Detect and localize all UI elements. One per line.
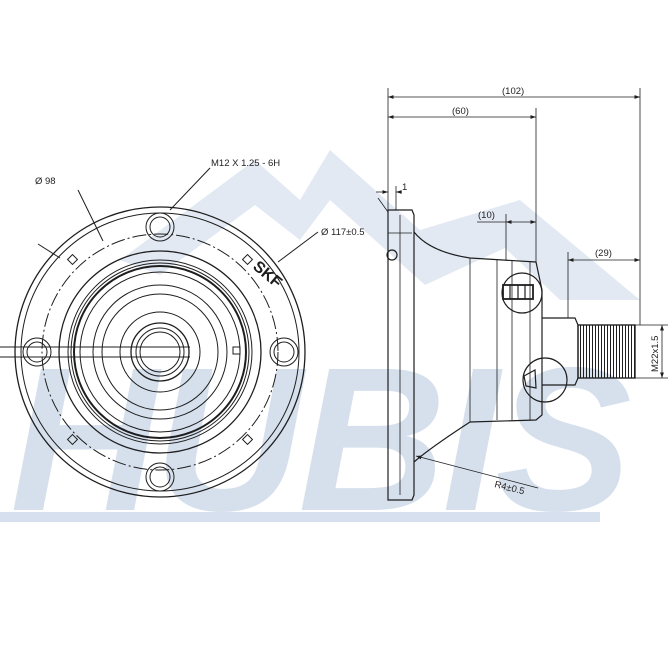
- pitch-circle: [41, 233, 279, 471]
- flange-bolt-section: [386, 249, 398, 261]
- stud-square: [241, 433, 254, 446]
- hub-circle-4: [73, 265, 247, 439]
- hub-body: [413, 231, 543, 463]
- bolt-hole-bottom: [145, 462, 175, 492]
- flange-plate: [387, 209, 415, 501]
- watermark-logo: HUBIS: [0, 150, 640, 554]
- stud-square: [66, 253, 79, 266]
- bolt-hole-right: [269, 337, 299, 367]
- hub-circle-6: [92, 284, 228, 420]
- watermark-mountain: [120, 150, 640, 300]
- stud-square: [241, 253, 254, 266]
- outer-diameter-label: Ø 117±0.5: [321, 227, 365, 238]
- bore-circle-outer: [130, 322, 190, 382]
- pitch-circle-label: Ø 98: [35, 176, 56, 187]
- bore-circle-core: [139, 331, 181, 373]
- lower-detail-circle: [522, 357, 568, 403]
- thread-length-label: (29): [595, 248, 612, 259]
- hub-circle-2: [67, 259, 253, 445]
- flange-thickness-label: 1: [402, 182, 407, 193]
- watermark-underline: [0, 512, 600, 522]
- seal-offset-label: (10): [478, 210, 495, 221]
- flange-outer-circle: [14, 206, 306, 498]
- left-leader: [37, 243, 61, 259]
- hub-length-label: (60): [452, 106, 469, 117]
- pitch-leader: [77, 189, 104, 242]
- bore-circle-inner: [135, 327, 185, 377]
- thread-size-label: M22x1.5: [650, 336, 661, 372]
- side-view: [386, 209, 636, 501]
- hub-circle-7: [101, 293, 219, 411]
- overall-length-label: (102): [502, 86, 524, 97]
- sensor-square: [232, 346, 241, 355]
- stud-square: [66, 433, 79, 446]
- front-view: SKF: [0, 167, 319, 498]
- seal-detail-circle: [501, 272, 543, 314]
- hub-circle-3: [70, 262, 250, 442]
- brand-mark: SKF: [249, 258, 285, 292]
- hub-circle-1: [58, 250, 262, 454]
- thread-label: M12 X 1.25 - 6H: [211, 158, 280, 169]
- hub-circle-8: [119, 311, 201, 393]
- thread-section: [577, 324, 636, 379]
- bolt-hole-top: [145, 212, 175, 242]
- side-dimensions: [376, 88, 668, 489]
- outer-diameter-leader: [277, 231, 319, 263]
- thread-leader: [169, 167, 211, 211]
- bolt-hole-left: [22, 337, 52, 367]
- radius-leader: [415, 455, 539, 489]
